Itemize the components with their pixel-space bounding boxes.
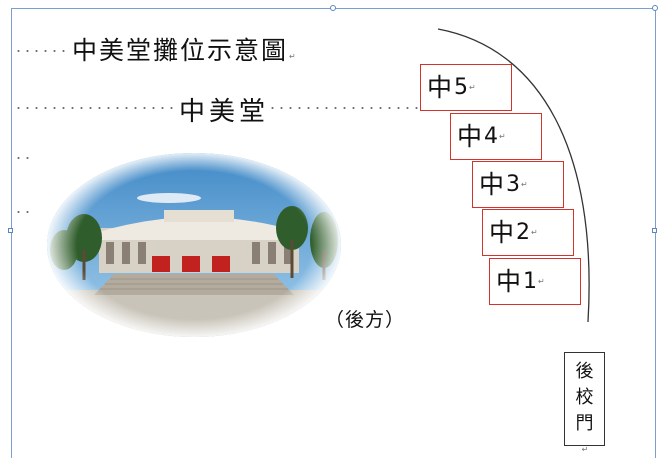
building-name: 中美堂	[179, 97, 270, 127]
paragraph-mark-icon: ↵	[531, 227, 538, 237]
booth-3-char: 中	[479, 170, 505, 199]
paragraph-mark-icon: ↵	[499, 131, 506, 141]
booth-1-char: 中	[496, 267, 522, 296]
dot-leader-row3	[14, 157, 32, 159]
booth-5-number: 5	[454, 74, 469, 100]
paragraph-mark-icon: ↵	[538, 276, 545, 286]
booth-4-number: 4	[484, 123, 499, 149]
booth-1-number: 1	[523, 268, 538, 294]
paragraph-mark-icon: ↵	[521, 179, 528, 189]
booth-3-number: 3	[506, 171, 521, 197]
dot-leader-title	[14, 50, 68, 52]
page-title: 中美堂攤位示意圖↵	[72, 31, 298, 67]
paragraph-mark-icon: ↵	[469, 82, 476, 92]
dot-leader-subtitle-left	[14, 107, 174, 109]
dot-leader-subtitle-right	[268, 107, 418, 109]
page-title-text: 中美堂攤位示意圖	[72, 36, 289, 65]
resize-handle-top-right[interactable]	[652, 5, 658, 11]
building-photo[interactable]	[44, 150, 344, 340]
gate-char-1: 後	[575, 361, 594, 382]
gate-char-3: 門↵	[565, 411, 604, 463]
resize-handle-right[interactable]	[652, 228, 657, 233]
paragraph-mark-icon: ↵	[289, 52, 298, 61]
booth-2-char: 中	[489, 218, 515, 247]
dot-leader-row4	[14, 211, 32, 213]
paragraph-mark-icon: ↵	[581, 445, 589, 454]
resize-handle-left[interactable]	[8, 228, 13, 233]
booth-2-number: 2	[516, 219, 531, 245]
resize-handle-top[interactable]	[330, 5, 336, 11]
booth-5-char: 中	[427, 73, 453, 102]
direction-note: （後方）	[325, 309, 406, 331]
gate-char-2: 校	[575, 387, 594, 408]
gate-char-3-text: 門	[575, 413, 594, 434]
booth-4-char: 中	[457, 122, 483, 151]
back-gate-label[interactable]: 後 校 門 ↵	[564, 352, 605, 454]
